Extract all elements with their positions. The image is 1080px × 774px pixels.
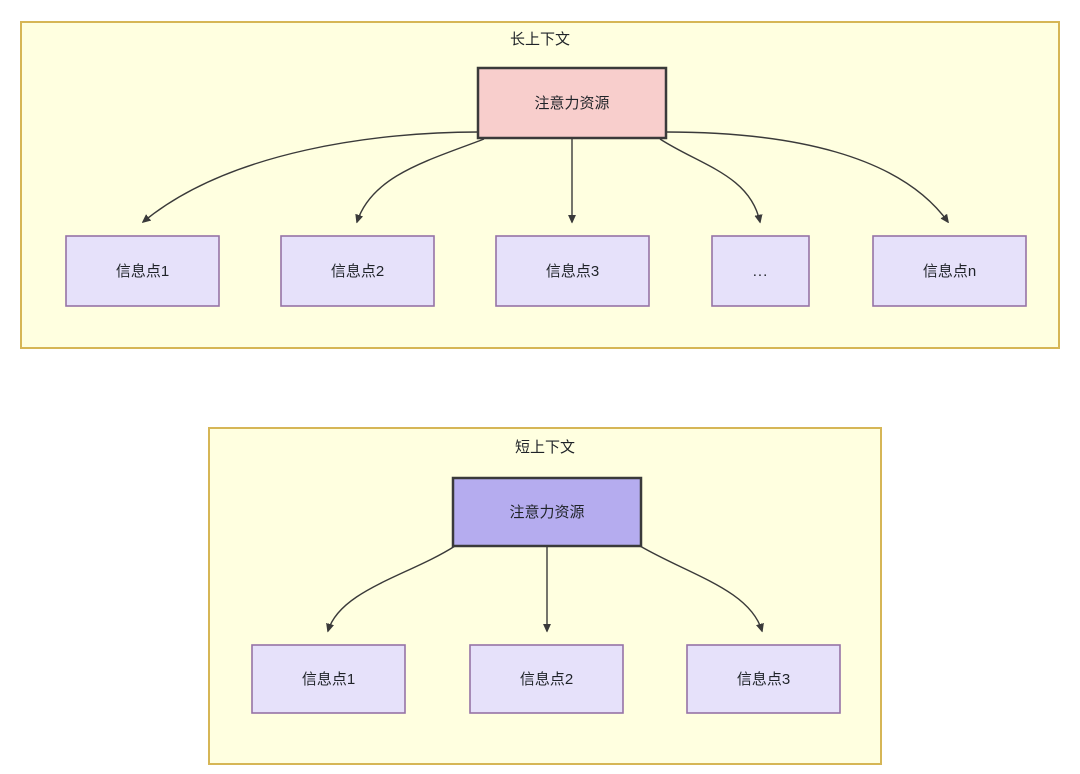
edge-arrow-3 bbox=[639, 545, 762, 631]
node-label: 信息点3 bbox=[546, 263, 599, 280]
node-rect bbox=[495, 235, 650, 307]
attention-resource-node[interactable]: 注意力资源 bbox=[476, 66, 668, 140]
node-label: 信息点3 bbox=[737, 671, 790, 688]
node-rect bbox=[280, 235, 435, 307]
info-point-node[interactable]: 信息点2 bbox=[280, 235, 435, 307]
edge-arrow-2 bbox=[357, 138, 485, 222]
edge-arrow-4 bbox=[659, 138, 760, 222]
node-label: 信息点2 bbox=[331, 263, 384, 280]
edge-arrow-1 bbox=[143, 131, 479, 222]
node-rect bbox=[476, 66, 668, 140]
node-rect bbox=[65, 235, 220, 307]
edges bbox=[328, 545, 762, 631]
node-label: ... bbox=[753, 263, 769, 280]
info-point-node[interactable]: ... bbox=[711, 235, 810, 307]
node-rect bbox=[686, 644, 841, 714]
node-label: 注意力资源 bbox=[509, 503, 584, 521]
info-point-node[interactable]: 信息点n bbox=[872, 235, 1027, 307]
edge-arrow-1 bbox=[328, 545, 456, 631]
info-point-node[interactable]: 信息点1 bbox=[65, 235, 220, 307]
node-rect bbox=[872, 235, 1027, 307]
edge-arrow-5 bbox=[665, 131, 948, 222]
node-label: 信息点n bbox=[923, 263, 976, 280]
node-label: 信息点1 bbox=[302, 671, 355, 688]
node-rect bbox=[711, 235, 810, 307]
group-title: 短上下文 bbox=[515, 439, 575, 456]
info-point-node[interactable]: 信息点3 bbox=[495, 235, 650, 307]
info-point-node[interactable]: 信息点3 bbox=[686, 644, 841, 714]
node-rect bbox=[469, 644, 624, 714]
node-label: 注意力资源 bbox=[534, 94, 609, 112]
node-label: 信息点1 bbox=[116, 263, 169, 280]
node-rect bbox=[251, 644, 406, 714]
node-rect bbox=[451, 476, 643, 548]
edges bbox=[143, 131, 948, 222]
group-title: 长上下文 bbox=[510, 31, 570, 48]
info-point-node[interactable]: 信息点2 bbox=[469, 644, 624, 714]
attention-resource-node[interactable]: 注意力资源 bbox=[451, 476, 643, 548]
node-label: 信息点2 bbox=[520, 671, 573, 688]
info-point-node[interactable]: 信息点1 bbox=[251, 644, 406, 714]
